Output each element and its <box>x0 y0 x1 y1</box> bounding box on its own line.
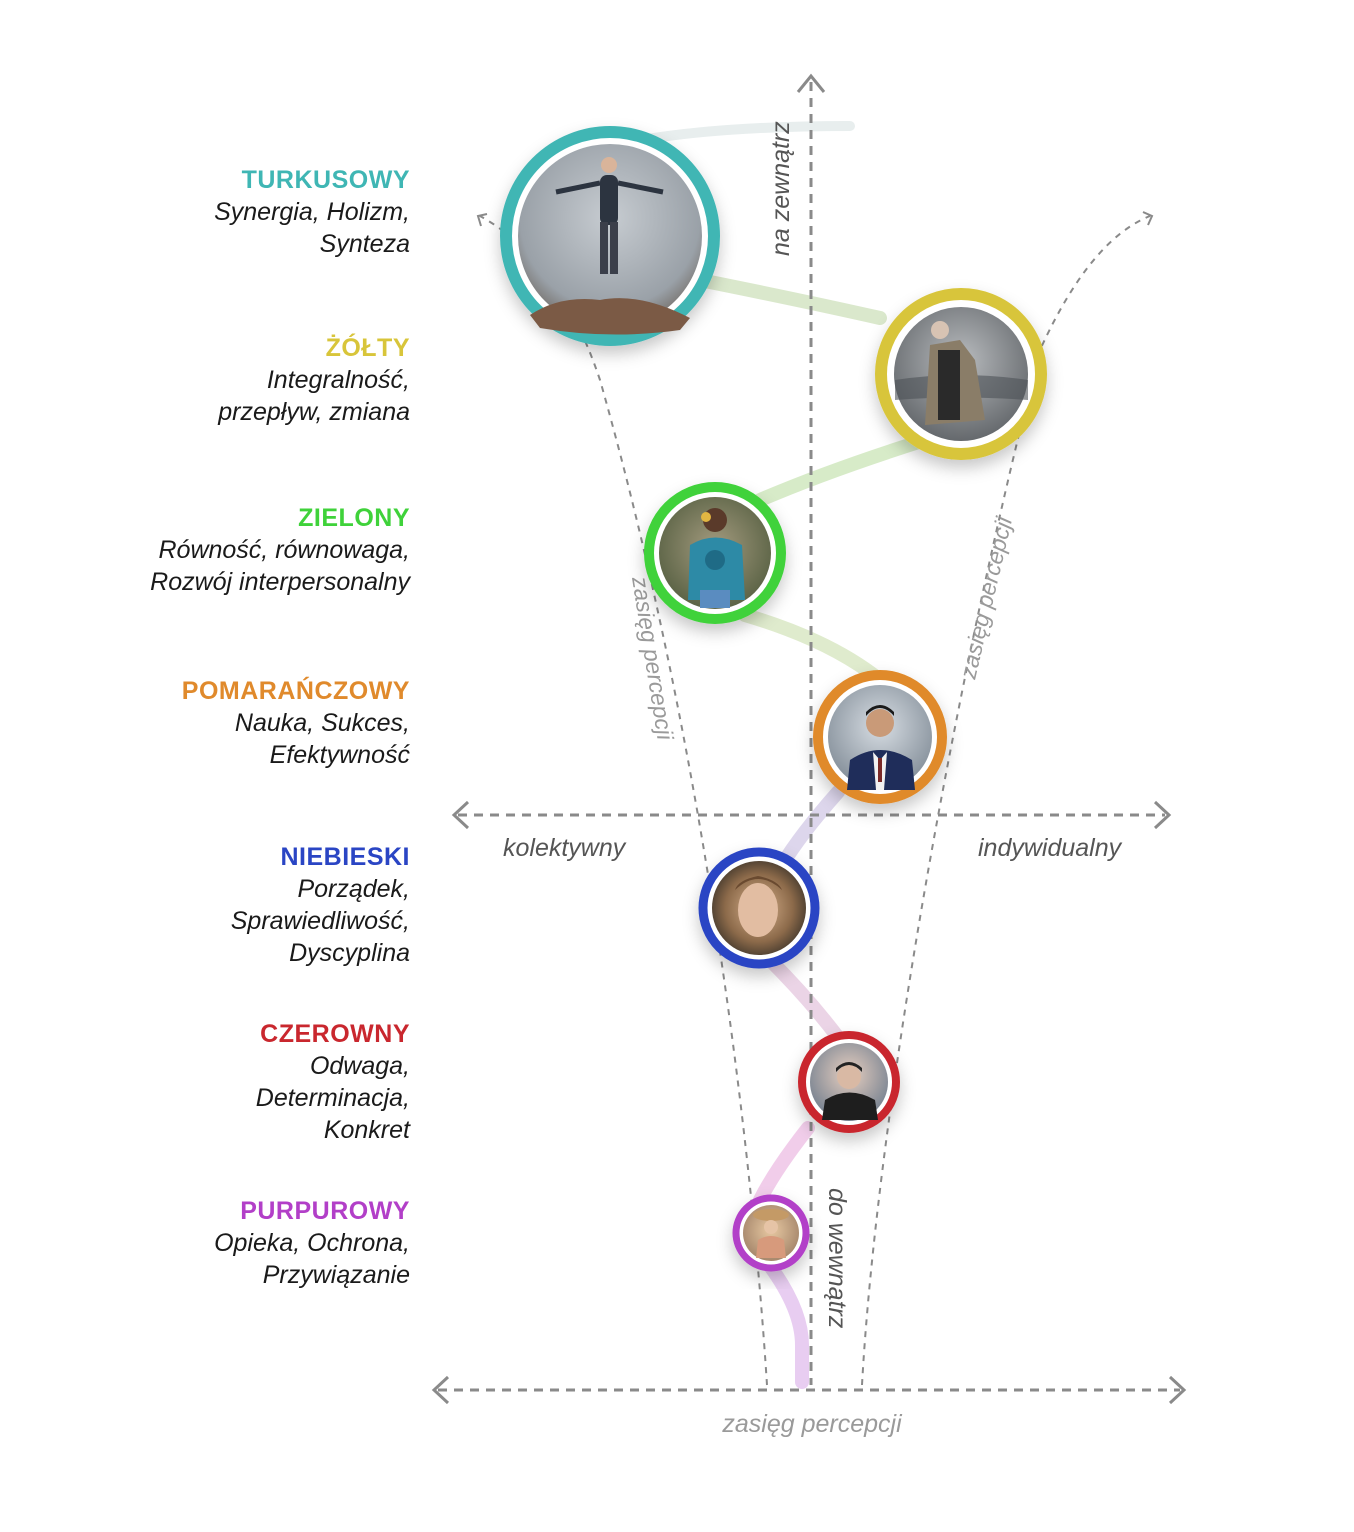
level-desc-zielony-2: Rozwój interpersonalny <box>150 568 410 596</box>
axis-label-collective: kolektywny <box>503 834 627 862</box>
perception-label-right: zasięg percepcji <box>954 514 1017 682</box>
woman-with-flower-photo <box>659 497 771 609</box>
horizontal-axis-right-arrowhead <box>1153 800 1172 830</box>
perception-label-bottom: zasięg percepcji <box>721 1410 903 1438</box>
perception-range-curves <box>479 215 1151 1386</box>
man-levitating-photo <box>518 144 702 335</box>
level-desc-czerowny-1: Odwaga, <box>309 1052 410 1080</box>
level-desc-turkusowy-1: Synergia, Holizm, <box>214 198 410 226</box>
woman-portrait-photo <box>712 861 806 955</box>
man-in-jacket-photo <box>810 1043 888 1121</box>
level-title-purpurowy: PURPUROWY <box>240 1197 410 1225</box>
level-desc-pomaranczowy-1: Nauka, Sukces, <box>234 709 410 737</box>
level-desc-zolty-2: przepływ, zmiana <box>218 398 410 426</box>
vertical-axis-arrowhead <box>796 73 826 93</box>
level-desc-niebieski-3: Dyscyplina <box>289 939 410 967</box>
level-title-niebieski: NIEBIESKI <box>280 843 410 871</box>
level-title-zolty: ŻÓŁTY <box>325 334 410 362</box>
level-desc-purpurowy-1: Opieka, Ochrona, <box>214 1229 410 1257</box>
man-in-suit-photo <box>828 685 932 790</box>
level-desc-niebieski-1: Porządek, <box>297 875 410 903</box>
axis-label-individual: indywidualny <box>978 834 1123 862</box>
perception-curve-arrowheads <box>476 211 1154 227</box>
axis-label-outward: na zewnątrz <box>767 121 795 256</box>
level-title-pomaranczowy: POMARAŃCZOWY <box>181 677 410 705</box>
level-desc-purpurowy-2: Przywiązanie <box>262 1261 410 1289</box>
level-desc-czerowny-3: Konkret <box>323 1116 410 1144</box>
level-desc-czerowny-2: Determinacja, <box>255 1084 410 1112</box>
level-desc-niebieski-2: Sprawiedliwość, <box>230 907 410 935</box>
spiral-path <box>605 121 932 1389</box>
bottom-axis-left-arrowhead <box>431 1375 450 1405</box>
woman-in-hat-photo <box>743 1205 799 1261</box>
axis-label-inward: do wewnątrz <box>823 1188 851 1329</box>
horizontal-axis-left-arrowhead <box>451 800 470 830</box>
level-title-czerowny: CZEROWNY <box>260 1020 410 1048</box>
level-title-turkusowy: TURKUSOWY <box>241 166 410 194</box>
level-desc-zolty-1: Integralność, <box>266 366 410 394</box>
level-title-zielony: ZIELONY <box>298 504 410 532</box>
level-desc-turkusowy-2: Synteza <box>319 230 410 258</box>
level-desc-pomaranczowy-2: Efektywność <box>269 741 410 769</box>
level-desc-zielony-1: Równość, równowaga, <box>158 536 410 564</box>
man-in-coat-at-sea-photo <box>894 307 1028 441</box>
bottom-axis-right-arrowhead <box>1168 1375 1187 1405</box>
